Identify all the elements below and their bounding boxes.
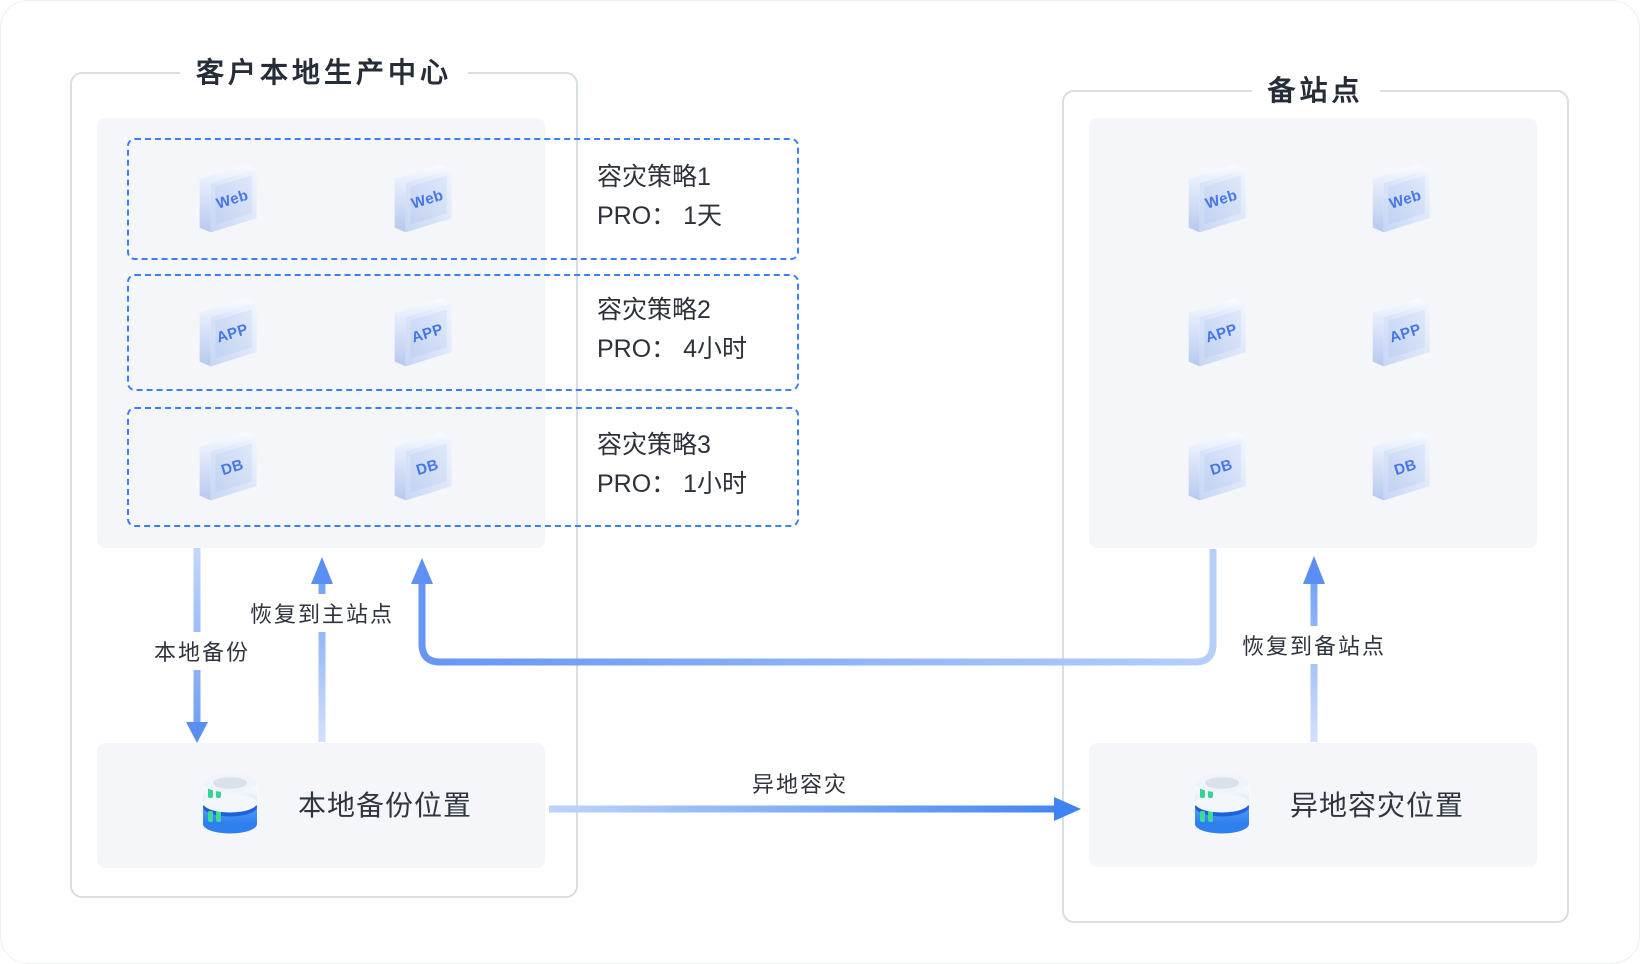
svg-text:DB: DB — [414, 456, 441, 479]
offsite-dr-arrow-label: 异地容灾 — [743, 764, 857, 802]
strategy-1-rpo: PRO： 1天 — [597, 202, 723, 230]
right-db-cube-1-icon: DB — [1188, 432, 1246, 501]
local-backup-arrow-label: 本地备份 — [145, 632, 259, 670]
right-web-cube-1-icon: Web — [1188, 164, 1246, 233]
left-db-cube-1-icon: DB — [199, 432, 257, 501]
backup-site-title: 备站点 — [1251, 72, 1380, 110]
left-app-cube-2-icon: APP — [394, 298, 452, 367]
left-web-cube-2-icon: Web — [394, 164, 452, 233]
right-app-cube-2-icon: APP — [1372, 298, 1430, 367]
right-app-cube-1-icon: APP — [1188, 298, 1246, 367]
local-backup-location-box — [97, 743, 545, 868]
strategy-3-rpo: PRO： 1小时 — [597, 470, 748, 498]
restore-to-primary-arrow-label: 恢复到主站点 — [241, 594, 403, 632]
local-backup-storage-icon — [203, 773, 257, 834]
strategy-2-label: 容灾策略2 PRO： 4小时 — [597, 291, 747, 369]
strategy-1-dashed-box — [127, 138, 799, 260]
strategy-1-label: 容灾策略1 PRO： 1天 — [597, 158, 722, 236]
strategy-3-name: 容灾策略3 — [597, 431, 711, 459]
production-servers-box — [97, 118, 545, 548]
backup-site-panel: 备站点 — [1062, 72, 1569, 923]
strategy-3-label: 容灾策略3 PRO： 1小时 — [597, 426, 747, 504]
left-web-cube-1-icon: Web — [199, 164, 257, 233]
strategy-2-name: 容灾策略2 — [597, 296, 711, 324]
svg-text:DB: DB — [219, 456, 246, 479]
backup-site-servers-box — [1089, 118, 1537, 548]
production-center-panel: 客户本地生产中心 — [70, 54, 578, 898]
left-db-cube-2-icon: DB — [394, 432, 452, 501]
local-backup-location-label: 本地备份位置 — [298, 790, 473, 821]
strategy-1-name: 容灾策略1 — [597, 163, 711, 191]
production-center-title: 客户本地生产中心 — [179, 54, 469, 92]
strategy-3-dashed-box — [127, 407, 799, 527]
strategy-2-dashed-box — [127, 274, 799, 391]
right-web-cube-2-icon: Web — [1372, 164, 1430, 233]
svg-text:DB: DB — [1392, 456, 1419, 479]
restore-to-backup-arrow-label: 恢复到备站点 — [1233, 626, 1395, 664]
right-db-cube-2-icon: DB — [1372, 432, 1430, 501]
offsite-dr-storage-icon — [1195, 773, 1249, 834]
strategy-2-rpo: PRO： 4小时 — [597, 335, 748, 363]
svg-text:DB: DB — [1208, 456, 1235, 479]
offsite-dr-location-label: 异地容灾位置 — [1290, 790, 1465, 821]
left-app-cube-1-icon: APP — [199, 298, 257, 367]
offsite-dr-location-box — [1089, 743, 1537, 867]
